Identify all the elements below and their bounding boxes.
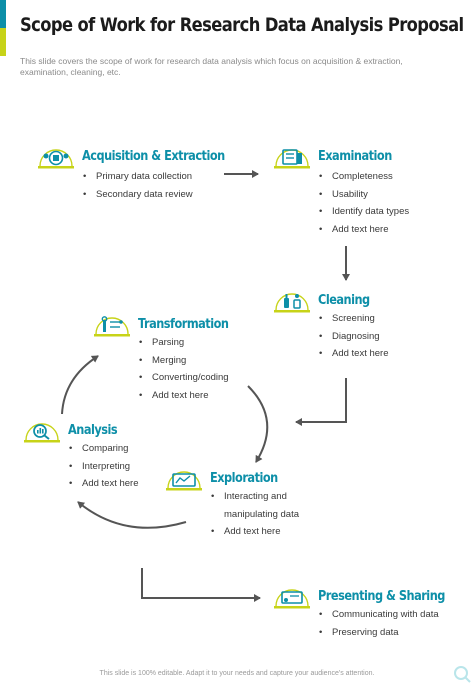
list-item: Add text here [318, 221, 409, 239]
examination-icon [274, 149, 310, 169]
item-list: Screening Diagnosing Add text here [318, 310, 389, 363]
node-title: Presenting & Sharing [318, 588, 445, 604]
list-item: Converting/coding [138, 369, 229, 387]
list-item: Merging [138, 352, 229, 370]
list-item: Add text here [138, 387, 229, 405]
node-title: Acquisition & Extraction [82, 148, 225, 164]
analysis-icon [24, 423, 60, 443]
item-list: Parsing Merging Converting/coding Add te… [138, 334, 229, 404]
arrow-cleaning-to-transformation [295, 378, 347, 426]
item-list: Interacting and manipulating data Add te… [210, 488, 334, 541]
node-header: Examination [272, 144, 462, 170]
list-item: Add text here [318, 345, 389, 363]
node-title: Examination [318, 148, 392, 164]
search-icon [454, 666, 471, 683]
item-list: Communicating with data Preserving data [318, 606, 439, 641]
list-item: Communicating with data [318, 606, 439, 624]
node-header: Analysis [22, 418, 202, 444]
presentation-icon [274, 589, 310, 609]
list-item: Preserving data [318, 624, 439, 642]
accent-bar [0, 0, 6, 56]
list-item: Interacting and manipulating data [210, 488, 334, 523]
node-acquisition: Acquisition & Extraction Primary data co… [36, 144, 236, 214]
node-header: Cleaning [272, 288, 462, 314]
footer-note: This slide is 100% editable. Adapt it to… [99, 670, 375, 677]
node-transformation: Transformation Parsing Merging Convertin… [92, 312, 282, 412]
node-examination: Examination Completeness Usability Ident… [272, 144, 462, 244]
arrow-to-presenting [141, 568, 261, 602]
node-exploration: Exploration Interacting and manipulating… [164, 466, 364, 546]
node-cleaning: Cleaning Screening Diagnosing Add text h… [272, 288, 462, 378]
list-item: Interpreting [68, 458, 139, 476]
node-title: Exploration [210, 470, 278, 486]
list-item: Comparing [68, 440, 139, 458]
node-header: Acquisition & Extraction [36, 144, 236, 170]
list-item: Identify data types [318, 203, 409, 221]
list-item: Parsing [138, 334, 229, 352]
list-item: Completeness [318, 168, 409, 186]
arrow-analysis-to-transformation [61, 355, 99, 415]
node-analysis: Analysis Comparing Interpreting Add text… [22, 418, 202, 498]
item-list: Primary data collection Secondary data r… [82, 168, 193, 203]
data-collection-icon [38, 149, 74, 169]
list-item: Diagnosing [318, 328, 389, 346]
list-item: Screening [318, 310, 389, 328]
node-header: Presenting & Sharing [272, 584, 467, 610]
node-title: Cleaning [318, 292, 370, 308]
page-title: Scope of Work for Research Data Analysis… [20, 14, 464, 36]
transformation-icon [94, 316, 130, 337]
item-list: Completeness Usability Identify data typ… [318, 168, 409, 238]
cleaning-icon [274, 293, 310, 313]
node-header: Transformation [92, 312, 282, 338]
arrow-transformation-to-exploration [247, 385, 269, 463]
list-item: Add text here [68, 475, 139, 493]
list-item: Primary data collection [82, 168, 193, 186]
node-title: Transformation [138, 316, 229, 332]
item-list: Comparing Interpreting Add text here [68, 440, 139, 493]
list-item: Usability [318, 186, 409, 204]
list-item: Secondary data review [82, 186, 193, 204]
node-title: Analysis [68, 422, 118, 438]
list-item: Add text here [210, 523, 334, 541]
arrow-exploration-to-analysis [77, 501, 187, 529]
exploration-icon [166, 471, 202, 491]
node-header: Exploration [164, 466, 364, 492]
node-presenting: Presenting & Sharing Communicating with … [272, 584, 467, 648]
page-subtitle: This slide covers the scope of work for … [20, 56, 403, 77]
